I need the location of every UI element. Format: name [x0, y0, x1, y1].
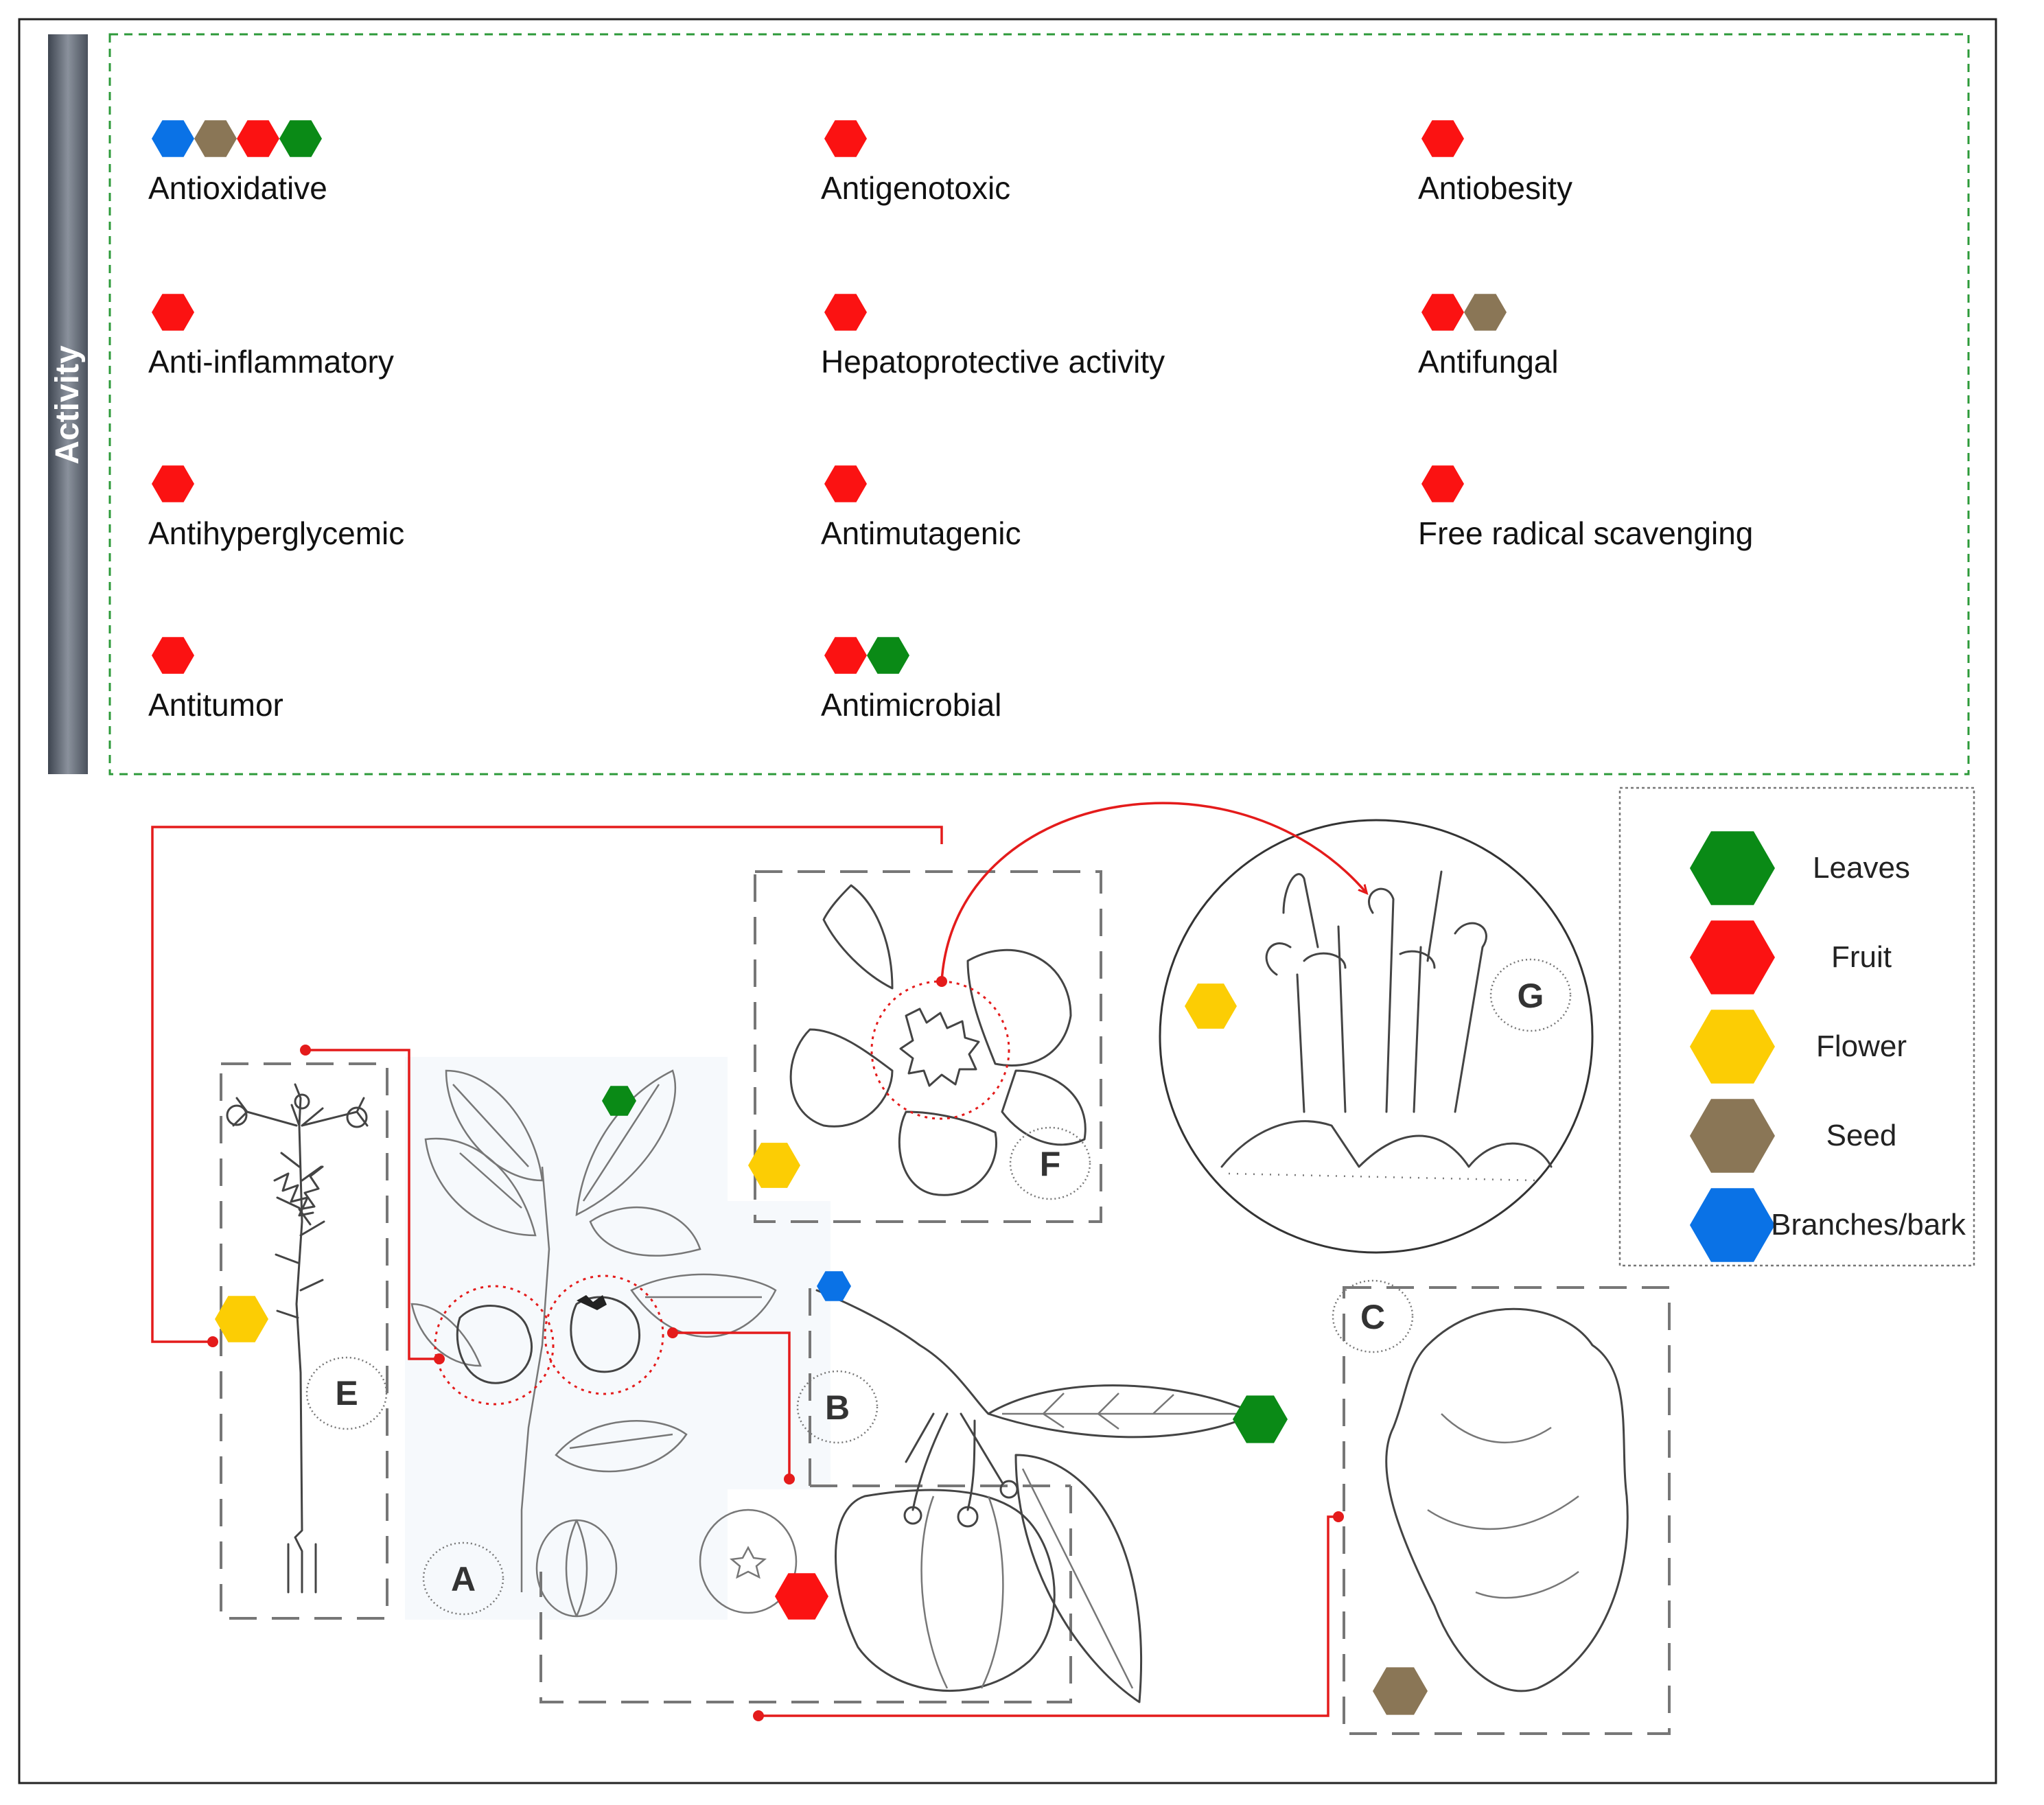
activity-item: Antioxidative	[148, 120, 327, 206]
panel-e: E	[220, 1062, 388, 1620]
panel-g: G	[1159, 819, 1594, 1254]
leaves-legend-swatch-icon	[1690, 831, 1775, 905]
legend-item: Leaves	[1690, 831, 1910, 905]
figure-border	[18, 18, 1997, 1784]
fruit-marker-icon	[775, 1573, 828, 1620]
activity-item: Antihyperglycemic	[148, 465, 404, 551]
leaves-hex-icon	[867, 637, 909, 674]
panel-letter-b: B	[825, 1388, 850, 1427]
legend-label: Fruit	[1831, 940, 1892, 974]
fruit-hex-icon	[824, 465, 867, 502]
legend-box	[1618, 787, 1975, 1267]
activity-label: Antimutagenic	[821, 515, 1021, 551]
panel-letter-g: G	[1518, 977, 1544, 1015]
activity-label: Anti-inflammatory	[148, 344, 394, 380]
activity-list: Antioxidative Antigenotoxic AntiobesityAnt…	[148, 120, 1753, 723]
fruit-hex-icon	[824, 637, 867, 674]
activity-label: Antioxidative	[148, 170, 327, 206]
panel-c: C	[1332, 1279, 1671, 1735]
activity-label: Antimicrobial	[821, 687, 1001, 723]
activity-item: Antimutagenic	[821, 465, 1021, 551]
activity-label: Antigenotoxic	[821, 170, 1010, 206]
legend-item: Flower	[1690, 1010, 1907, 1084]
leaves-marker-icon	[1233, 1395, 1288, 1443]
flower-marker-icon	[1185, 983, 1237, 1029]
fruit-hex-icon	[237, 120, 279, 157]
activity-item: Anti-inflammatory	[148, 294, 394, 380]
sidebar-title: Activity	[49, 345, 86, 465]
legend-label: Flower	[1816, 1029, 1907, 1063]
activity-item: Hepatoprotective activity	[821, 294, 1165, 380]
panel-f: F	[754, 870, 1102, 1223]
activity-label: Free radical scavenging	[1418, 515, 1753, 551]
fruit-hex-icon	[152, 637, 194, 674]
legend-label: Leaves	[1813, 851, 1910, 885]
legend-label: Branches/bark	[1771, 1208, 1966, 1242]
fruit-hex-icon	[824, 120, 867, 157]
activity-sidebar: Activity	[48, 34, 88, 774]
branches-bark-legend-swatch-icon	[1690, 1188, 1775, 1262]
activity-item: Antigenotoxic	[821, 120, 1010, 206]
activity-item: Antitumor	[148, 637, 283, 723]
fruit-hex-icon	[1421, 294, 1464, 331]
connector-lines	[151, 802, 1366, 1721]
panel-b: B	[539, 1283, 1257, 1703]
seed-marker-icon	[1373, 1667, 1428, 1715]
panel-letter-c: C	[1360, 1298, 1385, 1336]
panel-a: A	[405, 1057, 831, 1620]
legend-item: Branches/bark	[1690, 1188, 1966, 1262]
activity-item: Antiobesity	[1418, 120, 1572, 206]
fruit-hex-icon	[152, 294, 194, 331]
part-markers	[215, 983, 1428, 1715]
fruit-hex-icon	[152, 465, 194, 502]
seed-hex-icon	[1464, 294, 1507, 331]
seed-hex-icon	[194, 120, 237, 157]
fruit-hex-icon	[824, 294, 867, 331]
branches-bark-marker-icon	[817, 1271, 851, 1301]
legend-item: Fruit	[1690, 920, 1892, 994]
flower-marker-icon	[748, 1143, 800, 1188]
legend-label: Seed	[1826, 1119, 1897, 1152]
fruit-hex-icon	[1421, 465, 1464, 502]
activity-item: Free radical scavenging	[1418, 465, 1753, 551]
activity-label: Antiobesity	[1418, 170, 1572, 206]
panel-letter-a: A	[451, 1560, 476, 1598]
activity-label: Antitumor	[148, 687, 283, 723]
leaves-marker-icon	[602, 1086, 636, 1116]
fruit-legend-swatch-icon	[1690, 920, 1775, 994]
panel-letter-f: F	[1040, 1145, 1061, 1183]
panel-letter-e: E	[335, 1374, 358, 1412]
legend-item: Seed	[1690, 1099, 1897, 1173]
activity-item: Antimicrobial	[821, 637, 1001, 723]
flower-marker-icon	[215, 1296, 268, 1342]
flower-legend-swatch-icon	[1690, 1010, 1775, 1084]
fruit-hex-icon	[1421, 120, 1464, 157]
activity-box	[108, 33, 1970, 776]
activity-label: Antifungal	[1418, 344, 1559, 380]
seed-legend-swatch-icon	[1690, 1099, 1775, 1173]
branches-bark-hex-icon	[152, 120, 194, 157]
leaves-hex-icon	[279, 120, 322, 157]
activity-label: Hepatoprotective activity	[821, 344, 1165, 380]
activity-label: Antihyperglycemic	[148, 515, 404, 551]
activity-item: Antifungal	[1418, 294, 1559, 380]
